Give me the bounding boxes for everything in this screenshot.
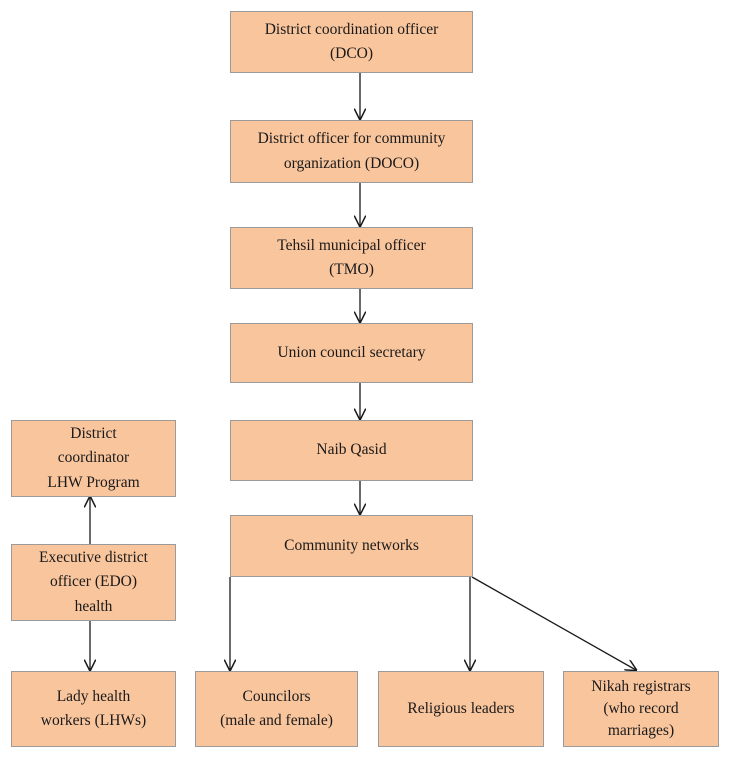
node-district-coordinator-lhw-line-1: District [70, 425, 117, 443]
node-tmo-line-2: (TMO) [329, 261, 374, 278]
node-lhws-line-2: workers (LHWs) [40, 712, 147, 729]
node-dco: District coordination officer (DCO) [230, 11, 473, 73]
node-doco-line-1: District officer for community [257, 130, 446, 148]
node-nikah-registrars-line-1: Nikah registrars [591, 678, 691, 696]
node-district-coordinator-lhw: District coordinator LHW Program [11, 420, 176, 497]
node-naib-qasid-line-1: Naib Qasid [316, 441, 387, 459]
node-religious-leaders: Religious leaders [378, 671, 544, 747]
node-religious-leaders-line-1: Religious leaders [407, 699, 515, 717]
node-councilors: Councilors (male and female) [195, 671, 358, 747]
node-dco-line-2: (DCO) [329, 45, 374, 62]
node-district-coordinator-lhw-line-3: LHW Program [47, 473, 140, 491]
node-councilors-line-2: (male and female) [220, 712, 333, 729]
node-nikah-registrars: Nikah registrars (who record marriages) [563, 671, 719, 747]
node-nikah-registrars-line-2: (who record [603, 700, 679, 718]
node-doco-line-2: organization (DOCO) [283, 154, 420, 172]
node-edo-health: Executive district officer (EDO) health [11, 544, 176, 621]
node-doco: District officer for community organizat… [230, 120, 473, 183]
node-dco-line-1: District coordination officer [264, 20, 439, 38]
node-edo-health-line-2: officer (EDO) [49, 573, 138, 591]
node-uc-secretary: Union council secretary [230, 323, 473, 383]
node-edo-health-line-3: health [74, 597, 113, 615]
node-tmo: Tehsil municipal officer (TMO) [230, 227, 473, 289]
node-naib-qasid: Naib Qasid [230, 420, 473, 481]
node-community-networks-line-1: Community networks [284, 536, 419, 554]
arrow-community-networks-to-nikah-registrars [471, 576, 636, 670]
node-tmo-line-1: Tehsil municipal officer [277, 236, 426, 254]
node-uc-secretary-line-1: Union council secretary [277, 343, 426, 361]
node-district-coordinator-lhw-line-2: coordinator [57, 449, 130, 467]
node-edo-health-line-1: Executive district [39, 549, 148, 567]
node-nikah-registrars-line-3: marriages) [607, 721, 675, 739]
node-lhws: Lady health workers (LHWs) [11, 671, 176, 747]
node-lhws-line-1: Lady health [56, 687, 131, 705]
node-councilors-line-1: Councilors [242, 687, 311, 705]
node-community-networks: Community networks [230, 515, 473, 577]
